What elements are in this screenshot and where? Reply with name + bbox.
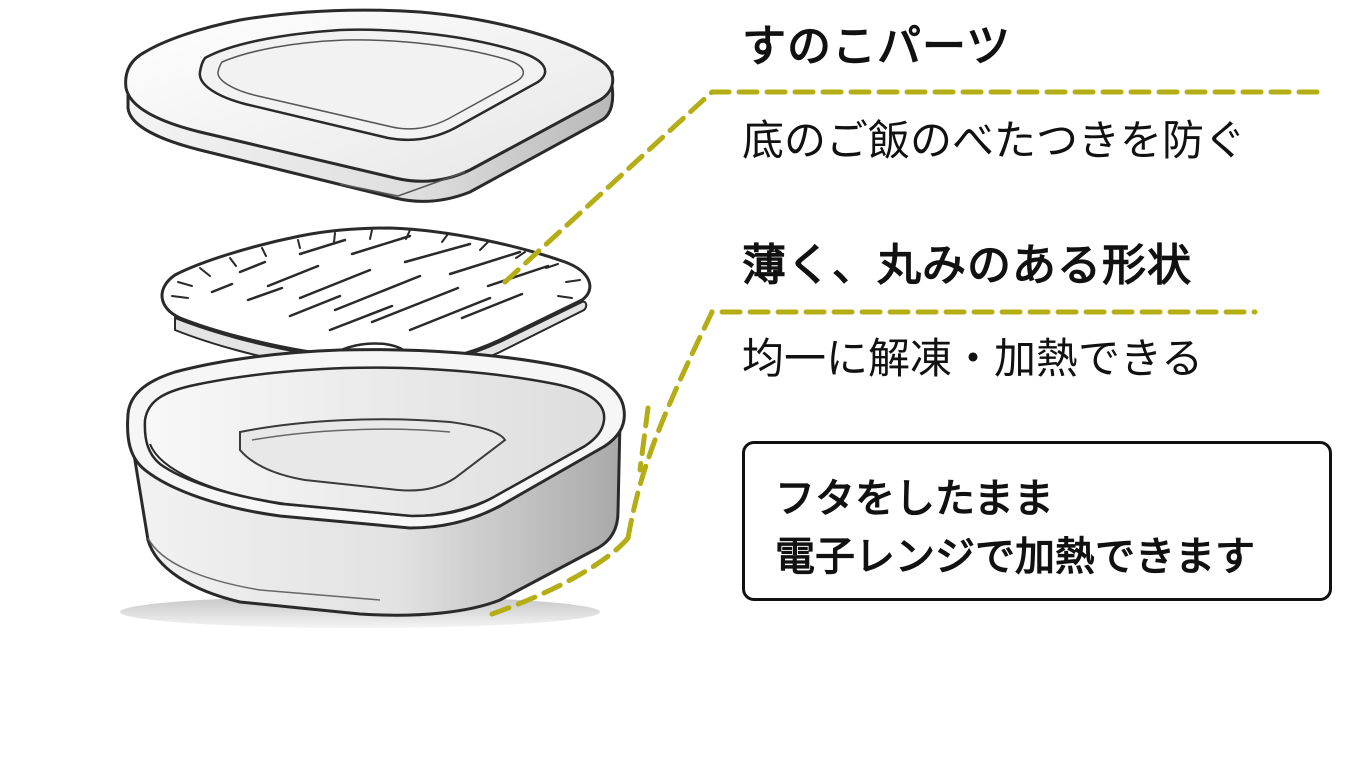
note-line-2: 電子レンジで加熱できます xyxy=(775,534,1255,580)
lid xyxy=(124,8,615,203)
leader-line-shape xyxy=(625,309,1258,541)
leader-lines xyxy=(489,89,1325,617)
callout-description-rack: 底のご飯のべたつきを防ぐ xyxy=(742,116,1247,165)
leader-line-container-tail xyxy=(637,405,651,473)
callout-description-shape: 均一に解凍・加熱できる xyxy=(742,334,1204,383)
callout-heading-rack: すのこパーツ xyxy=(742,21,1012,72)
leader-line-rack xyxy=(502,89,1325,285)
note-line-1: フタをしたまま xyxy=(775,476,1054,522)
leader-line-container xyxy=(489,535,631,617)
note-box: フタをしたまま 電子レンジで加熱できます xyxy=(742,441,1332,601)
callout-heading-shape: 薄く、丸みのある形状 xyxy=(742,240,1192,291)
container xyxy=(120,348,626,628)
